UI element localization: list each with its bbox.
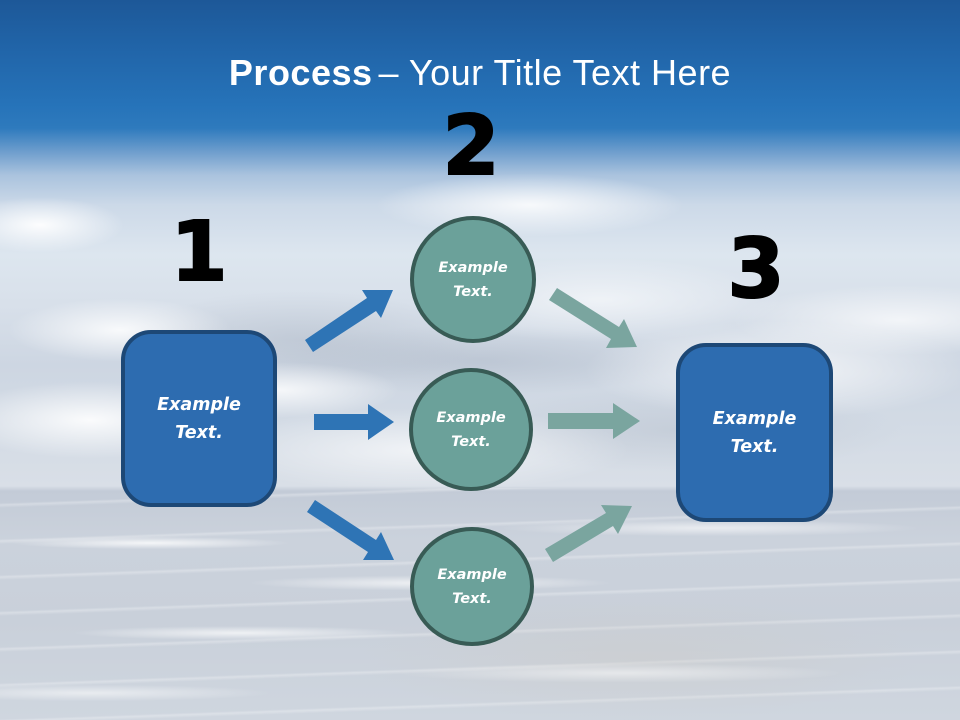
step-number-1: 1 bbox=[169, 205, 228, 300]
end-box-label: Example Text. bbox=[712, 408, 797, 457]
option-circle-1: Example Text. bbox=[410, 216, 536, 343]
option-circle-3-label: Example Text. bbox=[437, 566, 507, 607]
arrow-start-to-circle-3 bbox=[307, 500, 394, 560]
arrow-start-to-circle-1 bbox=[305, 290, 393, 352]
end-box: Example Text. bbox=[676, 343, 833, 522]
option-circle-3: Example Text. bbox=[410, 527, 534, 646]
arrow-circle-2-to-end bbox=[548, 403, 640, 439]
title-emphasis: Process bbox=[228, 52, 373, 93]
option-circle-2: Example Text. bbox=[409, 368, 533, 491]
option-circle-2-label: Example Text. bbox=[436, 409, 506, 450]
step-number-3: 3 bbox=[726, 222, 785, 317]
arrow-circle-3-to-end bbox=[545, 505, 632, 562]
start-box: Example Text. bbox=[121, 330, 277, 507]
arrow-circle-1-to-end bbox=[549, 288, 637, 348]
start-box-label: Example Text. bbox=[157, 394, 241, 443]
slide-title: Process– Your Title Text Here bbox=[0, 52, 960, 94]
step-number-2: 2 bbox=[441, 99, 500, 194]
option-circle-1-label: Example Text. bbox=[438, 259, 508, 300]
title-text: – Your Title Text Here bbox=[378, 52, 732, 93]
arrow-start-to-circle-2 bbox=[314, 404, 394, 440]
